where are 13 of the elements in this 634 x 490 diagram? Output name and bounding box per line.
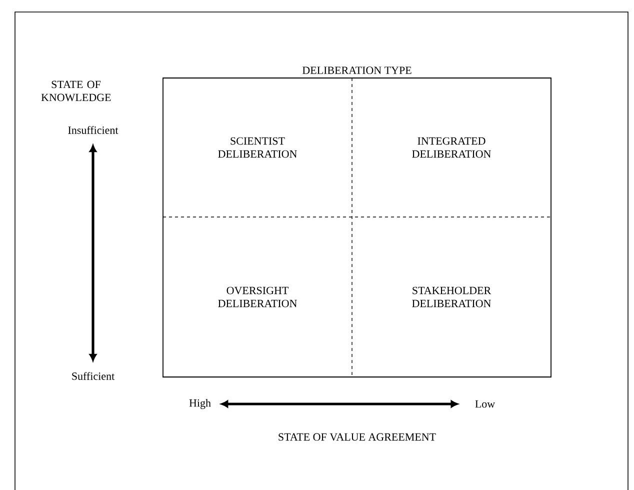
axis-end-label: Low	[475, 400, 496, 408]
quadrant-label: INTEGRATED DELIBERATION	[412, 137, 491, 158]
quadrant-label: OVERSIGHT DELIBERATION	[218, 286, 297, 308]
quadrant-label: STAKEHOLDER DELIBERATION	[412, 286, 492, 308]
double-arrow	[221, 400, 458, 408]
axis-end-label: High	[189, 399, 211, 409]
quadrant-label: SCIENTIST DELIBERATION	[218, 137, 297, 158]
axis-end-label: Sufficient	[72, 372, 115, 380]
axis-title: STATE OF VALUE AGREEMENT	[278, 433, 436, 441]
axis-title: STATE OF KNOWLEDGE	[41, 80, 111, 102]
axis-end-label: Insufficient	[68, 126, 118, 134]
double-arrow	[89, 145, 97, 361]
node-label: DELIBERATION TYPE	[302, 66, 412, 74]
